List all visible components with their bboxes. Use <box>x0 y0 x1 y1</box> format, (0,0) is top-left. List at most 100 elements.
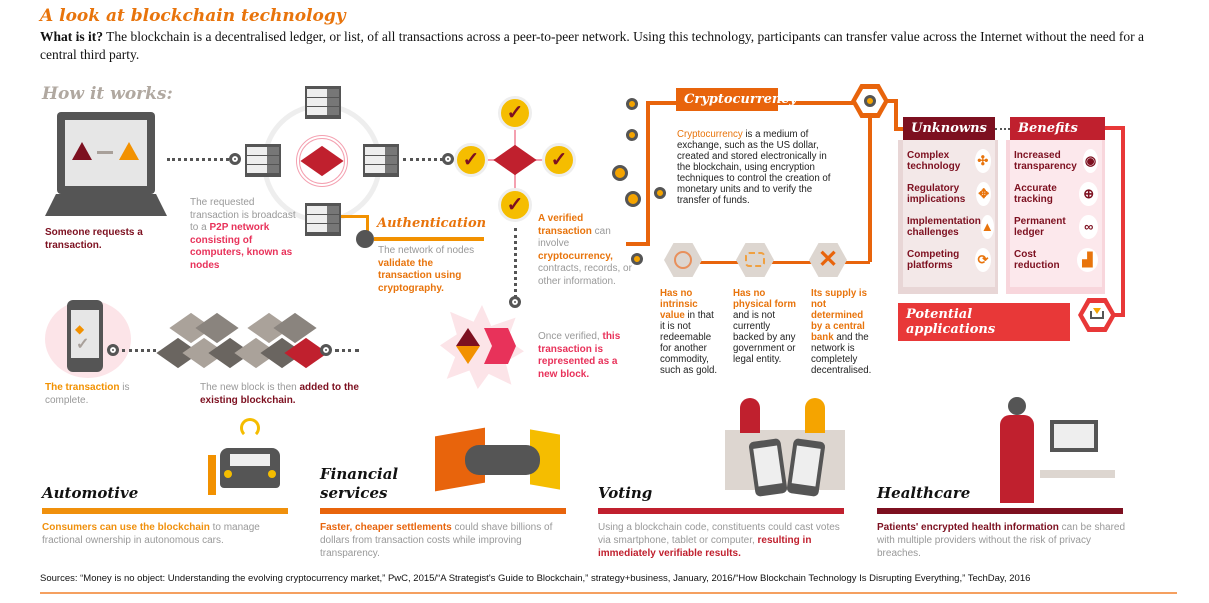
check-icon: ✓ <box>498 96 532 130</box>
arrows-icon: ✥ <box>976 181 991 206</box>
new-block-icon <box>456 346 480 364</box>
crypto-fact: Has no physical form and is not currentl… <box>733 288 803 365</box>
authentication-text: The network of nodes validate the transa… <box>378 245 488 295</box>
crypto-frame <box>894 99 898 131</box>
laptop-icon <box>45 112 167 217</box>
coin-icon <box>625 191 641 207</box>
benefit-label: Permanent ledger <box>1014 215 1066 238</box>
car-icon <box>220 448 280 488</box>
step-broadcast-text: The requested transaction is broadcast t… <box>190 197 300 272</box>
person-icon <box>208 455 216 495</box>
unknown-item: Competing platforms⟳ <box>907 243 991 276</box>
server-icon <box>305 86 341 119</box>
application-bar <box>598 508 844 514</box>
handshake-icon <box>465 445 540 475</box>
connector <box>341 215 369 218</box>
benefit-item: Permanent ledger∞ <box>1014 210 1098 243</box>
application-title: Financial services <box>320 465 399 502</box>
application-financial: Financial services Faster, cheaper settl… <box>320 465 570 560</box>
sources-text: Sources: “Money is no object: Understand… <box>40 573 1031 584</box>
intro-text: What is it? The blockchain is a decentra… <box>40 28 1180 64</box>
connector <box>1110 313 1125 317</box>
connector-node <box>442 153 454 165</box>
chain-b: added to the existing blockchain. <box>200 382 359 406</box>
coin-icon <box>654 187 666 199</box>
application-body: Using a blockchain code, constituents co… <box>598 522 840 546</box>
unknown-item: Implementation challenges▲ <box>907 210 994 243</box>
connector <box>1105 126 1125 130</box>
crypto-frame <box>894 127 906 131</box>
authentication-heading: Authentication <box>377 216 487 231</box>
benefit-item: Accurate tracking⊕ <box>1014 177 1098 210</box>
bar-chart-icon: ▟ <box>1076 247 1098 272</box>
fact-highlight: Its supply is not determined by a centra… <box>811 288 867 343</box>
coin-hexagon-icon <box>851 84 889 118</box>
application-bar <box>320 508 566 514</box>
unknown-item: Regulatory implications ✥ <box>907 177 991 210</box>
chain-a: The new block is then <box>200 382 300 393</box>
intro-label: What is it? <box>40 29 104 44</box>
benefit-item: Increased transparency◉ <box>1014 144 1098 177</box>
application-highlight: Patients' encrypted health information <box>877 522 1059 533</box>
verified-b: can involve <box>538 225 611 250</box>
blockchain-cubes-icon <box>156 305 328 375</box>
broadcast-waves-icon <box>296 135 348 187</box>
crypto-frame <box>646 101 650 244</box>
application-text: Using a blockchain code, constituents co… <box>598 521 848 560</box>
traffic-cone-icon: ▲ <box>980 214 994 239</box>
phone-icon: ◆ ✓ <box>67 300 103 372</box>
block-cube-icon <box>493 144 537 176</box>
check-icon: ✓ <box>498 188 532 222</box>
monitor-icon <box>1050 420 1098 452</box>
fact-highlight: Has no intrinsic value <box>660 288 698 321</box>
coin-icon <box>612 165 628 181</box>
application-text: Faster, cheaper settlements could shave … <box>320 521 570 560</box>
crypto-fact: Has no intrinsic value in that it is not… <box>660 288 720 376</box>
server-icon <box>363 144 399 177</box>
connector <box>122 349 156 352</box>
broadcast-text-a: The requested transaction is broadcast t… <box>190 197 296 233</box>
block-a: Once verified, <box>538 331 603 342</box>
server-icon <box>305 203 341 236</box>
chain-text: The new block is then added to the exist… <box>200 382 370 407</box>
new-block-icon <box>456 328 480 346</box>
crypto-frame <box>868 110 872 262</box>
connector <box>403 158 443 161</box>
target-icon: ⊕ <box>1079 181 1098 206</box>
no-physical-form-hexagon-icon <box>736 243 774 277</box>
application-highlight: Consumers can use the blockchain <box>42 522 210 533</box>
application-title: Healthcare <box>877 484 971 502</box>
crypto-desc-b: is a medium of exchange, such as the US … <box>677 129 831 206</box>
application-bar <box>42 508 288 514</box>
verified-text: A verified transaction can involve crypt… <box>538 213 633 288</box>
coin-icon <box>631 253 643 265</box>
complete-text: The transaction is complete. <box>45 382 155 407</box>
verified-c: cryptocurrency, <box>538 250 613 262</box>
unknowns-heading: Unknowns <box>903 117 995 140</box>
benefit-item: Cost reduction▟ <box>1014 243 1098 276</box>
unknown-item: Complex technology✣ <box>907 144 991 177</box>
how-it-works-heading: How it works: <box>42 84 173 104</box>
server-icon <box>245 144 281 177</box>
application-voting: Voting Using a blockchain code, constitu… <box>598 484 848 560</box>
doctor-head-icon <box>1008 397 1026 415</box>
connector <box>366 215 369 235</box>
intro-body: The blockchain is a decentralised ledger… <box>40 29 1144 62</box>
unknown-label: Regulatory implications <box>907 182 966 205</box>
connector <box>995 128 1010 130</box>
application-body: could shave billions of dollars from tra… <box>320 522 553 559</box>
signal-icon <box>240 418 260 438</box>
check-icon: ✓ <box>542 143 576 177</box>
crypto-frame <box>626 242 650 246</box>
connector-node <box>509 296 521 308</box>
connector <box>514 228 517 298</box>
eye-icon: ◉ <box>1083 148 1098 173</box>
potential-applications-heading: Potential applications <box>898 303 1070 341</box>
application-body: to manage fractional ownership in autono… <box>42 522 260 546</box>
complete-b: is complete. <box>45 382 130 406</box>
connector-node <box>107 344 119 356</box>
connector <box>1121 126 1125 317</box>
fact-highlight: Has no physical form <box>733 288 796 310</box>
application-body: can be shared with multiple providers wi… <box>877 522 1126 559</box>
application-automotive: Automotive Consumers can use the blockch… <box>42 484 292 547</box>
